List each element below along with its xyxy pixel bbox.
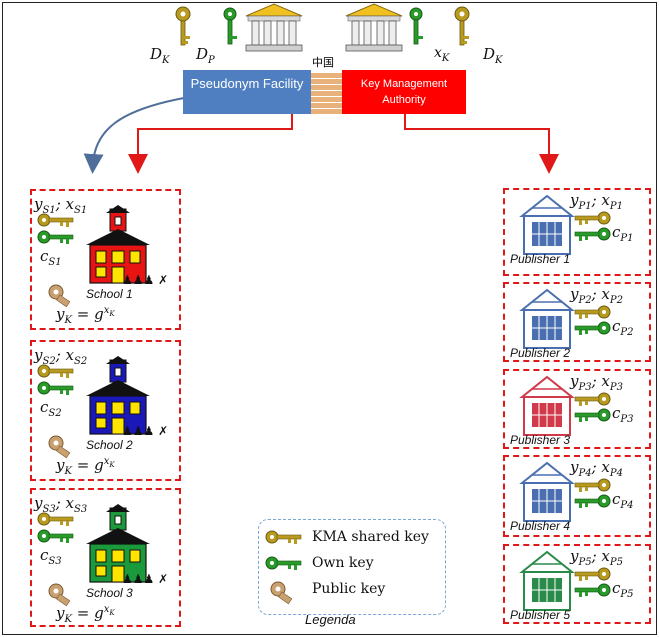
school-name-label: School 3	[86, 586, 133, 600]
dp-label: DP	[196, 45, 215, 66]
school-cs-label: cS2	[40, 398, 62, 419]
publisher-building-icon	[519, 375, 575, 436]
svg-text:♟♟♟ ✗: ♟♟♟ ✗	[122, 273, 168, 287]
legend-item-public: Public key	[312, 581, 386, 597]
publisher-yp-xp-label: yP2; xP2	[570, 285, 623, 306]
school-2-box	[30, 340, 181, 481]
school-building-icon: ♟♟♟ ✗	[86, 356, 168, 438]
arrow-to-publishers	[404, 114, 559, 174]
kma-shared-key-icon	[454, 6, 470, 46]
publisher-3-box	[503, 369, 651, 449]
school-name-label: School 1	[86, 287, 133, 301]
publisher-name-label: Publisher 4	[510, 519, 571, 533]
kma-building-icon	[345, 3, 403, 52]
publisher-cp-label: cP3	[612, 404, 634, 425]
publisher-yp-xp-label: yP1; xP1	[570, 191, 623, 212]
firewall-label: 中国	[312, 56, 334, 69]
publisher-yp-xp-label: yP4; xP4	[570, 458, 623, 479]
school-cs-label: cS3	[40, 546, 62, 567]
publisher-name-label: Publisher 5	[510, 608, 571, 622]
publisher-building-icon	[519, 550, 575, 611]
publisher-1-box	[503, 188, 651, 276]
own-key-icon	[223, 7, 238, 45]
publisher-cp-label: cP4	[612, 490, 634, 511]
legend-item-own: Own key	[312, 555, 374, 571]
publisher-building-icon	[519, 288, 575, 349]
school-3-box	[30, 488, 181, 627]
publisher-yp-xp-label: yP3; xP3	[570, 372, 623, 393]
own-key-icon	[409, 7, 424, 45]
publisher-2-box	[503, 282, 651, 362]
school-building-icon: ♟♟♟ ✗	[86, 205, 168, 287]
publisher-building-icon	[519, 461, 575, 522]
school-ys-xs-label: yS1; xS1	[34, 195, 88, 216]
publisher-building-icon	[519, 194, 575, 255]
publisher-name-label: Publisher 3	[510, 433, 571, 447]
firewall-wall	[311, 72, 342, 114]
school-building-icon: ♟♟♟ ✗	[86, 504, 168, 586]
publisher-name-label: Publisher 2	[510, 346, 571, 360]
kma-box: Key Management Authority	[342, 70, 466, 114]
pseudonym-facility-building-icon	[245, 3, 303, 52]
school-name-label: School 2	[86, 438, 133, 452]
school-yk-equation: yK = gxK	[56, 305, 115, 326]
kma-shared-key-icon	[175, 6, 191, 46]
publisher-name-label: Publisher 1	[510, 252, 571, 266]
legend-box	[258, 519, 446, 615]
publisher-cp-label: cP1	[612, 223, 634, 244]
dk-label-right: DK	[483, 45, 503, 66]
arrow-to-schools-red	[128, 114, 293, 174]
xk-label: xK	[434, 45, 450, 64]
school-1-box	[30, 189, 181, 330]
legend-title: Legenda	[305, 612, 356, 627]
publisher-cp-label: cP5	[612, 579, 634, 600]
legend-item-kma: KMA shared key	[312, 529, 429, 545]
publisher-5-box	[503, 544, 651, 624]
school-cs-label: cS1	[40, 247, 62, 268]
publisher-yp-xp-label: yP5; xP5	[570, 547, 623, 568]
publisher-4-box	[503, 455, 651, 537]
dk-label: DK	[150, 45, 170, 66]
publisher-cp-label: cP2	[612, 317, 634, 338]
school-ys-xs-label: yS3; xS3	[34, 494, 88, 515]
pseudonym-facility-box: Pseudonym Facility	[183, 70, 311, 114]
arrow-to-schools-blue	[83, 97, 185, 174]
school-yk-equation: yK = gxK	[56, 456, 115, 477]
svg-text:♟♟♟ ✗: ♟♟♟ ✗	[122, 572, 168, 586]
svg-text:♟♟♟ ✗: ♟♟♟ ✗	[122, 424, 168, 438]
school-yk-equation: yK = gxK	[56, 604, 115, 625]
school-ys-xs-label: yS2; xS2	[34, 346, 88, 367]
